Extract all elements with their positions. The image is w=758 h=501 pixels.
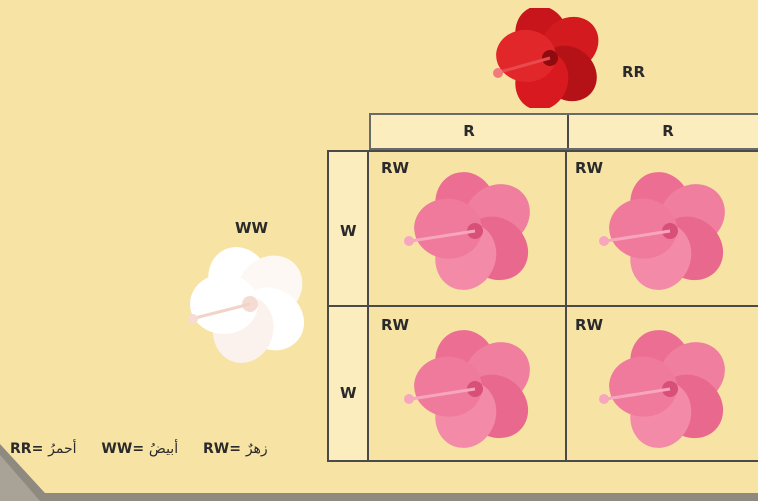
red-hibiscus-flower-icon [493, 8, 599, 108]
pink-hibiscus-flower-icon [404, 330, 530, 448]
parent-rr-label: RR [622, 63, 646, 81]
row-divider [329, 305, 758, 307]
pink-hibiscus-flower-icon [599, 330, 725, 448]
cell-genotype-label: RW [575, 159, 604, 177]
row-header-w-1: W [340, 222, 357, 240]
legend-item-ww: WW= أبيضُ [101, 441, 179, 457]
pink-hibiscus-flower-icon [599, 172, 725, 290]
column-divider [565, 152, 567, 460]
cell-genotype-label: RW [575, 316, 604, 334]
column-header-r-2: R [662, 122, 674, 140]
white-hibiscus-flower-icon [188, 247, 305, 363]
cell-genotype-label: RW [381, 159, 410, 177]
punnett-column-header-row: R R [369, 113, 758, 150]
cell-genotype-label: RW [381, 316, 410, 334]
genotype-legend: RR= أحمرُ WW= أبيضُ RW= زهرٌ [10, 441, 288, 463]
legend-item-rw: RW= زهرٌ [202, 441, 268, 457]
column-header-r-1: R [463, 122, 475, 140]
header-divider [567, 115, 569, 148]
row-header-w-2: W [340, 384, 357, 402]
pink-hibiscus-flower-icon [404, 172, 530, 290]
legend-item-rr: RR= أحمرُ [10, 441, 77, 457]
parent-ww-label: WW [235, 219, 269, 237]
